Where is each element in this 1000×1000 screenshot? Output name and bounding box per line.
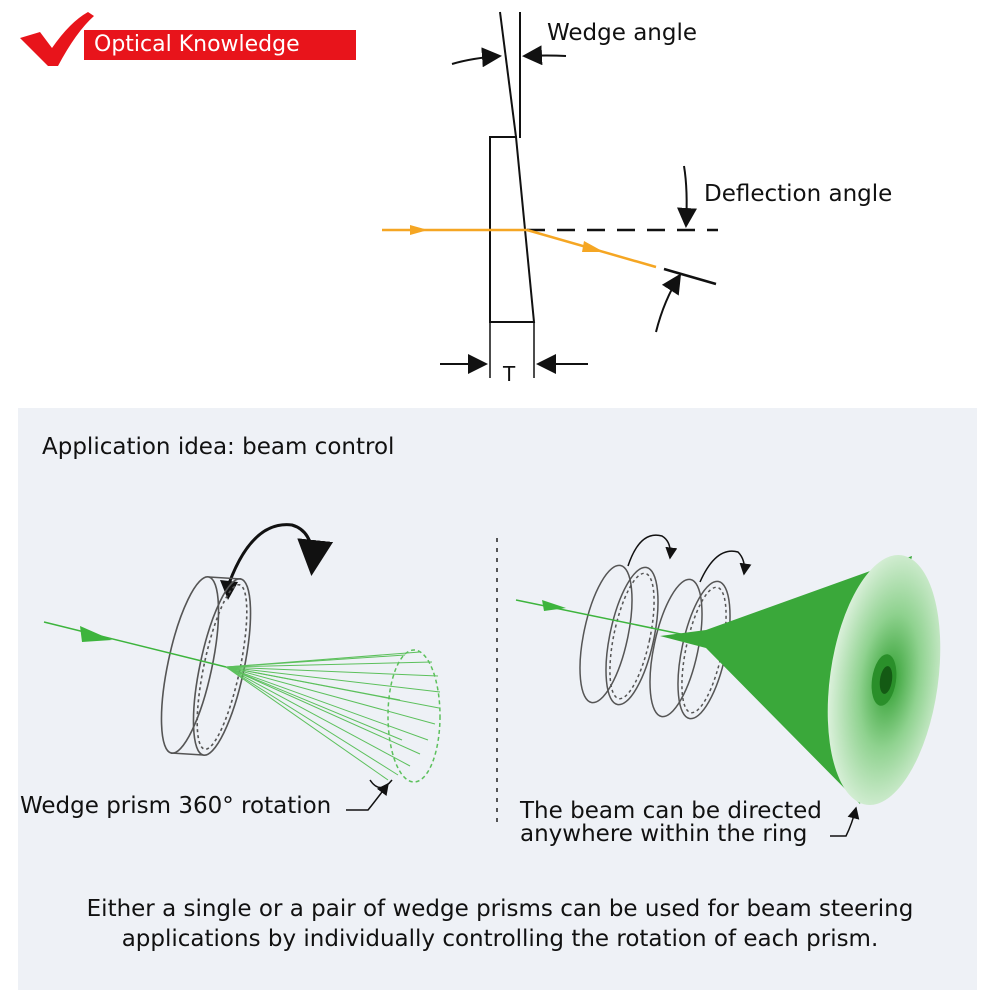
rotation-arrow-single (224, 523, 334, 593)
single-caption-pointer (346, 782, 389, 811)
single-beam-ring (387, 649, 441, 783)
thickness-label: T (503, 362, 516, 386)
pair-caption-pointer (830, 806, 860, 837)
wedge-angle-label: Wedge angle (547, 20, 698, 46)
optical-knowledge-badge (20, 12, 94, 66)
pair-caption-line2: anywhere within the ring (520, 821, 808, 847)
wedge-angle-arrow-left (451, 47, 502, 68)
application-title: Application idea: beam control (42, 434, 395, 460)
deflection-arrow-top (677, 165, 697, 228)
pair-prism-caption: The beam can be directed anywhere within… (520, 800, 822, 846)
description-line2: applications by individually controlling… (121, 926, 879, 952)
single-prism-caption: Wedge prism 360° rotation (20, 793, 332, 819)
application-description: Either a single or a pair of wedge prism… (30, 894, 970, 954)
rotation-arrow-second (699, 550, 752, 583)
single-beam-fan (225, 651, 441, 781)
deflection-arrow-bottom (655, 273, 682, 333)
deflection-reference-line (663, 267, 717, 286)
description-line1: Either a single or a pair of wedge prism… (86, 896, 914, 922)
pair-caption-line1: The beam can be directed (520, 798, 822, 824)
checkmark-icon (20, 12, 94, 66)
rotation-arrow-first (627, 534, 678, 567)
deflection-angle-label: Deflection angle (704, 181, 893, 207)
badge-title: Optical Knowledge (84, 30, 356, 60)
wedge-slanted-extension (499, 11, 517, 138)
single-incident-beam (43, 621, 227, 668)
wedge-angle-arrow-right (522, 45, 567, 66)
wedge-prism-diagram (382, 11, 718, 378)
